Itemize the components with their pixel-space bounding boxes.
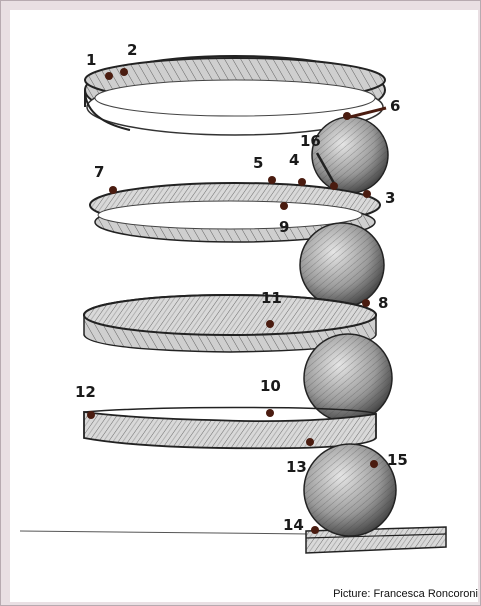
ball-1	[312, 117, 388, 193]
label-7: 7	[94, 163, 104, 181]
label-4: 4	[289, 151, 299, 169]
stacked-rings-drawing: 1 2 3 4 5 6 7 8 9 10 11 12 13 14 15 16	[10, 10, 478, 602]
label-5: 5	[253, 154, 263, 172]
label-11: 11	[261, 289, 282, 307]
label-15: 15	[387, 451, 408, 469]
ball-4	[304, 444, 396, 536]
label-2: 2	[127, 41, 137, 59]
label-14: 14	[283, 516, 304, 534]
point-5	[268, 176, 276, 184]
point-16	[330, 182, 338, 190]
point-4	[298, 178, 306, 186]
label-3: 3	[385, 189, 395, 207]
point-12	[87, 411, 95, 419]
point-15	[370, 460, 378, 468]
point-10	[266, 409, 274, 417]
point-14	[311, 526, 319, 534]
label-16: 16	[300, 132, 321, 150]
point-1	[105, 72, 113, 80]
point-11	[266, 320, 274, 328]
ball-2	[300, 223, 384, 307]
label-13: 13	[286, 458, 307, 476]
label-12: 12	[75, 383, 96, 401]
point-13	[306, 438, 314, 446]
point-8	[362, 299, 370, 307]
drawing-canvas: 1 2 3 4 5 6 7 8 9 10 11 12 13 14 15 16 P…	[10, 10, 478, 602]
label-8: 8	[378, 294, 388, 312]
point-3	[363, 190, 371, 198]
photo-credit: Picture: Francesca Roncoroni	[333, 588, 478, 600]
label-6: 6	[390, 97, 400, 115]
point-9	[280, 202, 288, 210]
label-9: 9	[279, 218, 289, 236]
label-10: 10	[260, 377, 281, 395]
point-2	[120, 68, 128, 76]
label-1: 1	[86, 51, 96, 69]
point-6	[343, 112, 351, 120]
base-plate	[20, 527, 446, 553]
point-7	[109, 186, 117, 194]
